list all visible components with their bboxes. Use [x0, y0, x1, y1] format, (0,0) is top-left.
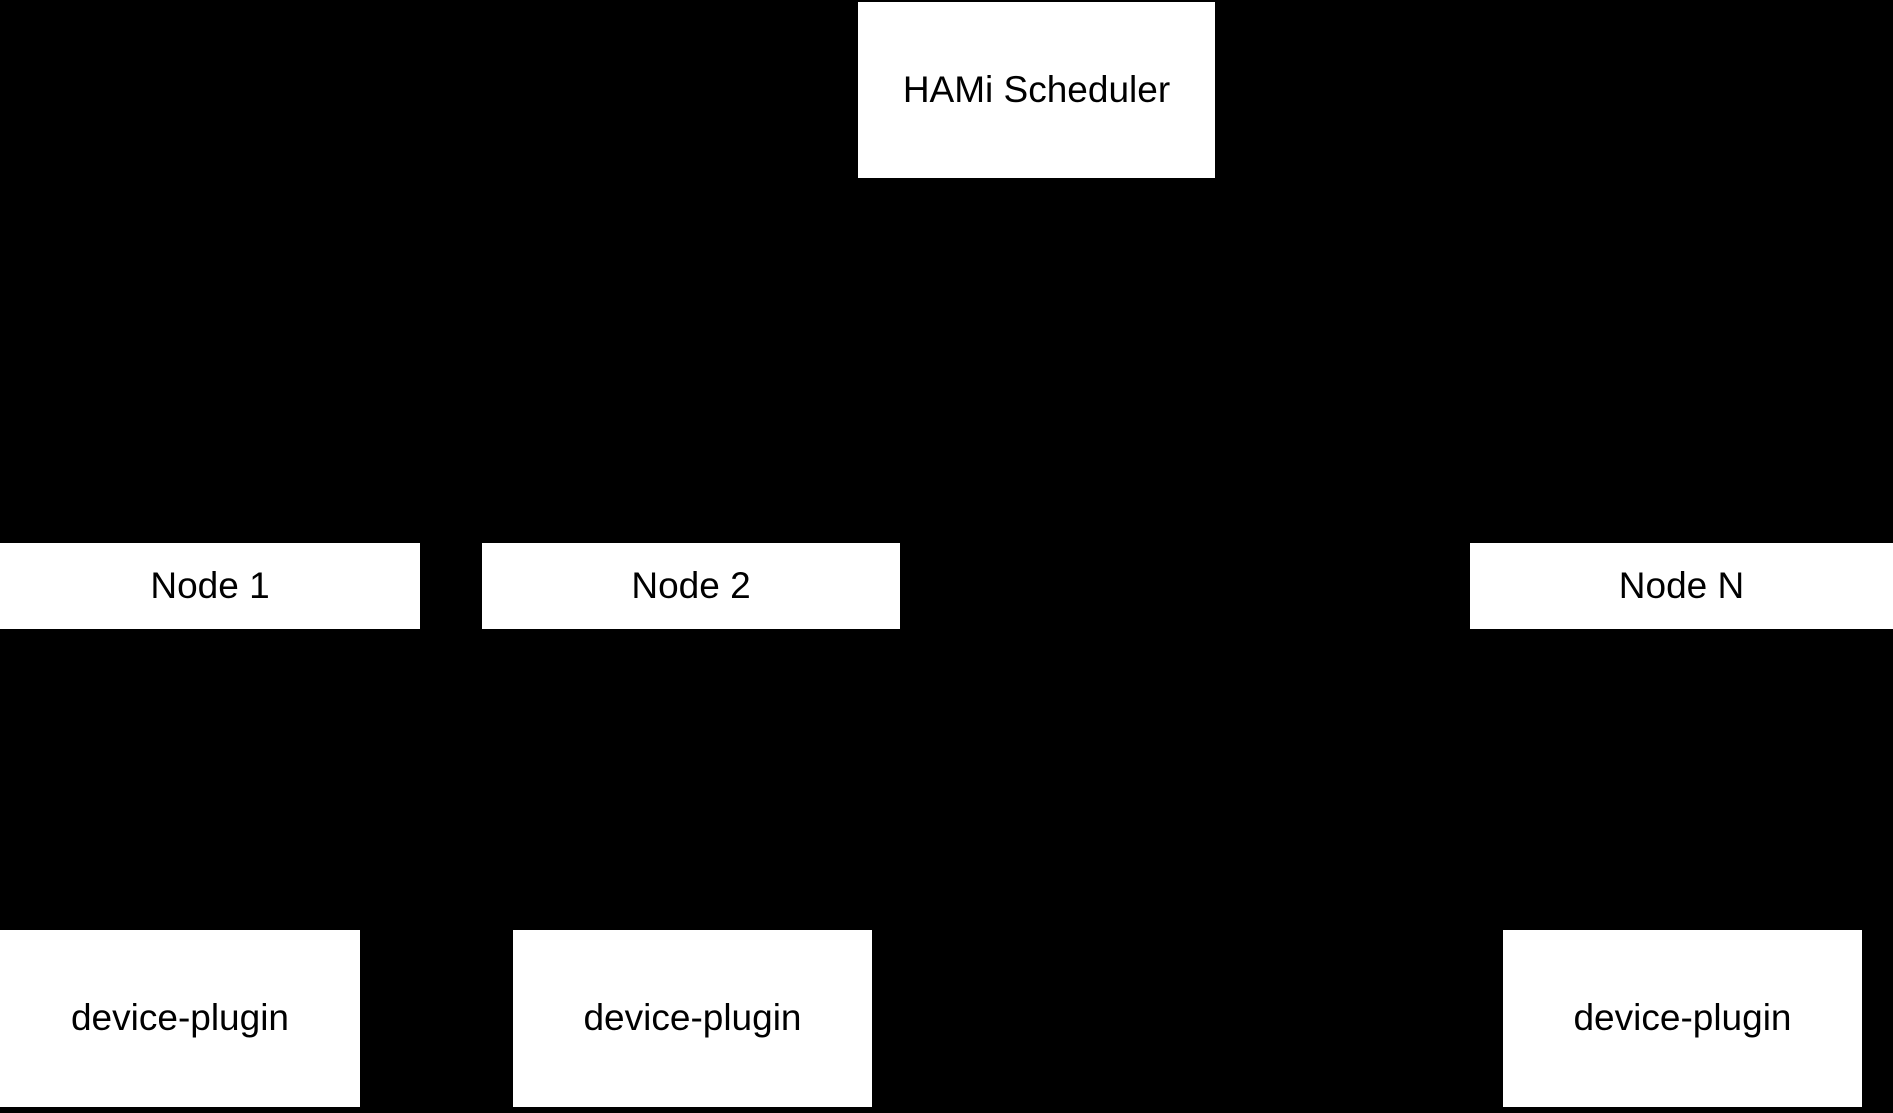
device-plugin-box-1-label: device-plugin	[70, 997, 290, 1039]
node-box-2-label: Node 2	[631, 564, 751, 606]
device-plugin-box-2-label: device-plugin	[583, 997, 802, 1039]
device-plugin-box-n: device-plugin	[1503, 930, 1862, 1107]
device-plugin-box-1: device-plugin	[0, 930, 360, 1107]
node-box-1: Node 1	[0, 543, 420, 629]
hami-scheduler-label: HAMi Scheduler	[902, 68, 1171, 110]
node-box-n: Node N	[1470, 543, 1893, 629]
device-plugin-box-2: device-plugin	[513, 930, 872, 1107]
node-box-1-label: Node 1	[150, 564, 270, 606]
node-box-2: Node 2	[482, 543, 900, 629]
device-plugin-box-n-label: device-plugin	[1573, 997, 1792, 1039]
node-box-n-label: Node N	[1618, 564, 1745, 606]
hami-scheduler-box: HAMi Scheduler	[858, 2, 1215, 178]
